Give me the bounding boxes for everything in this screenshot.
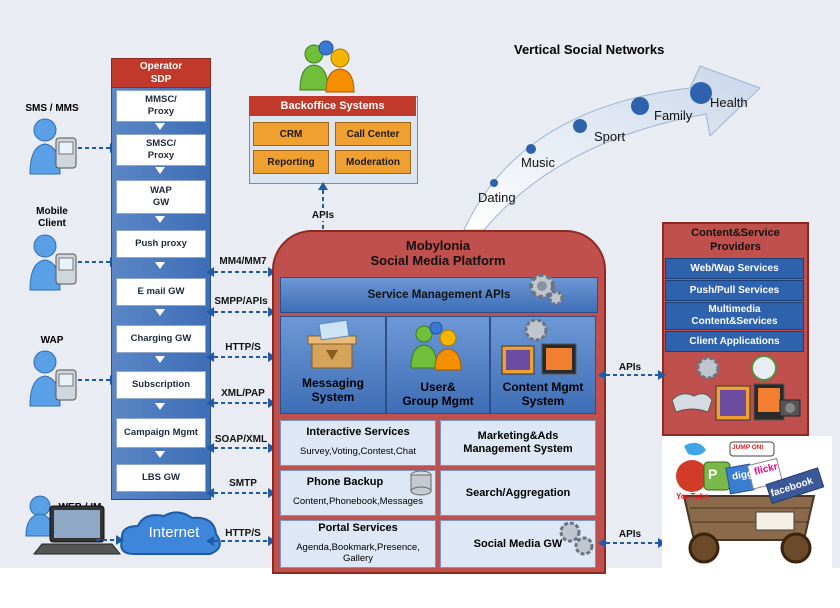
media-icons — [498, 318, 588, 383]
service-portal-title: Portal Services — [318, 522, 398, 534]
logo-youtube: YouTube — [676, 492, 710, 501]
cp-web-wap[interactable]: Web/Wap Services — [665, 258, 804, 279]
sdp-down-arrow — [155, 451, 165, 458]
user-phone-icon — [28, 348, 77, 407]
service-phone-backup[interactable] — [280, 470, 436, 516]
sdp-box-push-proxy[interactable]: Push proxy — [116, 230, 206, 258]
backoffice-moderation[interactable]: Moderation — [335, 150, 411, 174]
module-messaging-label: Messaging System — [301, 376, 364, 404]
vertical-family: Family — [654, 108, 693, 123]
client-label-mobile: Mobile Client — [36, 206, 68, 229]
link-label-smtp: SMTP — [229, 478, 257, 489]
vertical-dating: Dating — [478, 190, 516, 205]
user-phone-icon — [28, 116, 77, 175]
link-label-http: HTTP/S — [225, 342, 261, 353]
sdp-down-arrow — [155, 262, 165, 269]
media-icons — [668, 354, 802, 435]
gear-icon — [556, 518, 596, 563]
sdp-box-email-gw[interactable]: E mail GW — [116, 278, 206, 306]
vertical-title: Vertical Social Networks — [514, 42, 665, 57]
service-interactive-sub: Survey,Voting,Contest,Chat — [300, 446, 416, 457]
sdp-box-lbs-gw[interactable]: LBS GW — [116, 464, 206, 492]
cp-api-connector — [598, 370, 666, 380]
sdp-box-mmsc[interactable]: MMSC/ Proxy — [116, 90, 206, 122]
vertical-arrow — [463, 65, 761, 231]
service-search[interactable]: Search/Aggregation — [440, 470, 596, 516]
backoffice-title: Backoffice Systems — [249, 96, 416, 116]
database-icon — [410, 470, 432, 501]
users-group-icon — [296, 40, 358, 99]
link-label-xml: XML/PAP — [221, 388, 265, 399]
backoffice-reporting[interactable]: Reporting — [253, 150, 329, 174]
sdp-box-smsc[interactable]: SMSC/ Proxy — [116, 134, 206, 166]
sdp-down-arrow — [155, 356, 165, 363]
link-label-http-internet: HTTP/S — [225, 528, 261, 539]
user-phone-icon — [28, 232, 77, 291]
backoffice-call-center[interactable]: Call Center — [335, 122, 411, 146]
client-label-wap: WAP — [40, 335, 64, 346]
sdp-down-arrow — [155, 216, 165, 223]
users-group-icon — [408, 321, 464, 377]
internet-label: Internet — [148, 524, 200, 541]
web-connector — [96, 535, 124, 545]
cp-apis-label: APIs — [614, 362, 646, 373]
sdp-box-campaign-mgmt[interactable]: Campaign Mgmt — [116, 418, 206, 448]
platform-title: Mobylonia Social Media Platform — [370, 238, 506, 268]
backoffice-crm[interactable]: CRM — [253, 122, 329, 146]
laptop-icon — [20, 492, 130, 567]
cp-multimedia[interactable]: Multimedia Content&Services — [665, 302, 804, 330]
sdp-down-arrow — [155, 123, 165, 130]
service-phone-backup-sub: Content,Phonebook,Messages — [293, 496, 423, 507]
background-footer — [0, 568, 840, 608]
messaging-box-icon — [304, 319, 360, 377]
cp-client-apps[interactable]: Client Applications — [665, 331, 804, 352]
module-content-mgmt-label: Content Mgmt System — [502, 380, 584, 408]
service-marketing[interactable]: Marketing&Ads Management System — [440, 420, 596, 466]
sdp-down-arrow — [155, 403, 165, 410]
social-cart-icon — [664, 436, 832, 575]
logo-jump-on: JUMP ON! — [732, 444, 764, 451]
sdp-platform-connectors — [206, 267, 276, 546]
service-phone-backup-title: Phone Backup — [306, 476, 384, 488]
link-label-smpp: SMPP/APIs — [214, 296, 268, 307]
service-portal[interactable] — [280, 520, 436, 568]
vertical-health: Health — [710, 95, 748, 110]
sdp-down-arrow — [155, 167, 165, 174]
sdp-box-wap-gw[interactable]: WAP GW — [116, 180, 206, 214]
service-interactive[interactable] — [280, 420, 436, 466]
cp-push-pull[interactable]: Push/Pull Services — [665, 280, 804, 301]
sdp-title: Operator SDP — [111, 58, 211, 88]
sdp-down-arrow — [155, 309, 165, 316]
vertical-sport: Sport — [594, 129, 626, 144]
backoffice-api-connector — [318, 182, 328, 230]
logo-p: P — [708, 466, 718, 482]
social-apis-label: APIs — [614, 529, 646, 540]
client-label-sms: SMS / MMS — [25, 103, 79, 114]
sdp-box-charging-gw[interactable]: Charging GW — [116, 325, 206, 353]
service-interactive-title: Interactive Services — [306, 426, 410, 438]
module-user-group-label: User& Group Mgmt — [402, 380, 474, 408]
link-label-soap: SOAP/XML — [214, 434, 268, 445]
vertical-music: Music — [521, 155, 555, 170]
backoffice-apis-label: APIs — [307, 210, 339, 221]
content-providers-title: Content&Service Providers — [691, 227, 780, 253]
link-label-mm4: MM4/MM7 — [219, 256, 267, 267]
service-portal-sub: Agenda,Bookmark,Presence, Gallery — [296, 542, 420, 564]
gear-icon — [524, 268, 564, 313]
sdp-box-subscription[interactable]: Subscription — [116, 371, 206, 399]
